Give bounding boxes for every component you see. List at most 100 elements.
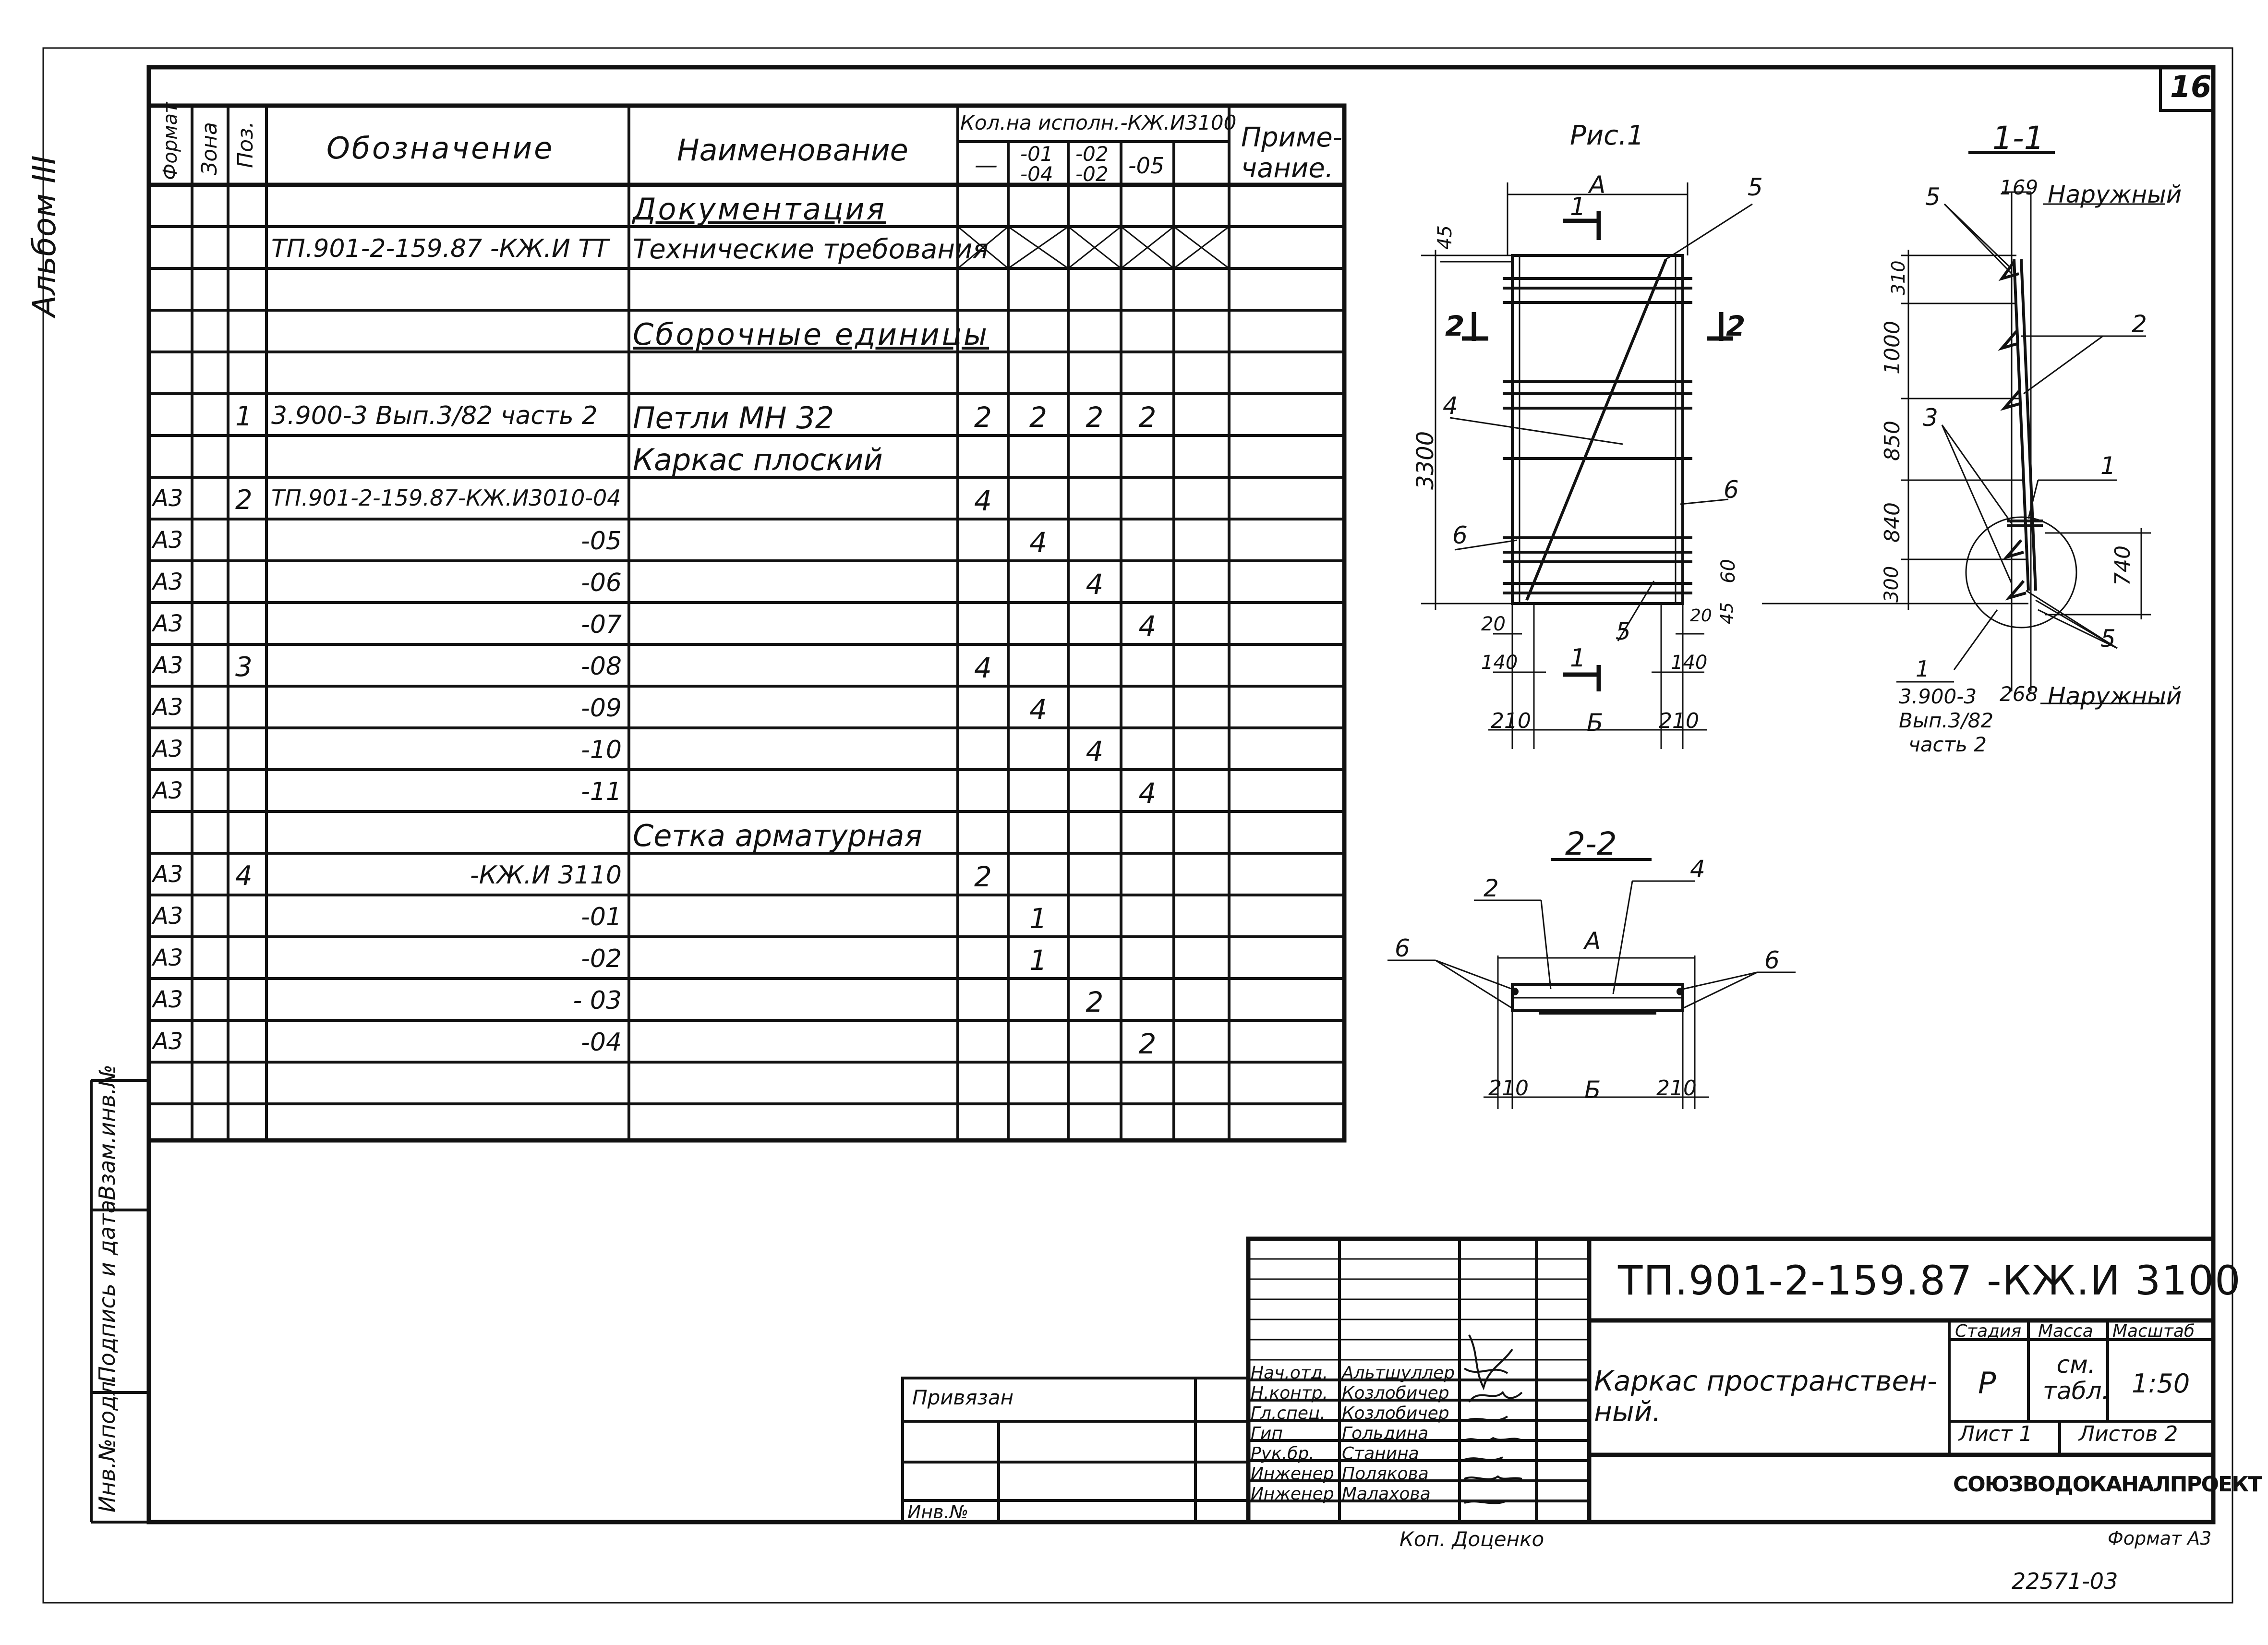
stamp-mass: см. табл. bbox=[2043, 1352, 2109, 1404]
cell-designation: -05 bbox=[581, 527, 622, 556]
stamp-scale: 1:50 bbox=[2132, 1368, 2190, 1399]
cell-format: А3 bbox=[153, 652, 183, 679]
sec22-title: 2-2 bbox=[1565, 825, 1617, 862]
stamp-format: Формат А3 bbox=[2108, 1528, 2212, 1549]
sec22-b: Б bbox=[1584, 1076, 1601, 1104]
cell-designation: -09 bbox=[581, 694, 622, 723]
stamp-person-name: Козлобичер bbox=[1342, 1403, 1449, 1423]
cell-designation: ТП.901-2-159.87-КЖ.И3010-04 bbox=[271, 485, 621, 511]
cell-qty: 2 bbox=[1138, 1028, 1157, 1060]
cell-name: Документация bbox=[633, 192, 886, 227]
cell-designation: -08 bbox=[581, 652, 622, 681]
cell-qty: 1 bbox=[1029, 944, 1047, 977]
cell-designation: ТП.901-2-159.87 -КЖ.И ТТ bbox=[271, 234, 609, 263]
cell-designation: - 03 bbox=[573, 986, 622, 1015]
stamp-mass-header: Масса bbox=[2038, 1321, 2093, 1341]
cell-qty: 2 bbox=[974, 860, 992, 893]
sec22-callout-6-right: 6 bbox=[1764, 946, 1780, 974]
sec11-ref-line1: 3.900-3 bbox=[1899, 685, 1977, 708]
cell-format: А3 bbox=[153, 736, 183, 762]
cell-qty: 2 bbox=[1086, 401, 1104, 434]
fig1-callout-6-right: 6 bbox=[1724, 476, 1739, 504]
cell-pos: 2 bbox=[235, 484, 253, 516]
cell-qty: 2 bbox=[1086, 986, 1104, 1018]
stamp-role: Нач.отд. bbox=[1251, 1363, 1328, 1383]
section-1-1-lines bbox=[1762, 151, 2165, 704]
stamp-role: Рук.бр. bbox=[1251, 1444, 1315, 1464]
header-note: Приме-чание. bbox=[1241, 122, 1342, 184]
fig1-dim-140a: 140 bbox=[1481, 652, 1518, 674]
sec11-ref-line2: Вып.3/82 bbox=[1899, 709, 1994, 732]
sec11-bottom-dim: 268 bbox=[2000, 682, 2039, 706]
cell-format: А3 bbox=[153, 861, 183, 888]
fig1-dim-20b: 20 bbox=[1690, 606, 1712, 626]
stamp-role: Инженер bbox=[1251, 1464, 1334, 1484]
sec11-callout-1: 1 bbox=[2100, 452, 2116, 480]
cell-format: А3 bbox=[153, 986, 183, 1013]
cell-format: А3 bbox=[153, 568, 183, 595]
cell-designation: -07 bbox=[581, 610, 622, 639]
cell-format: А3 bbox=[153, 610, 183, 637]
stamp-sheets: Листов 2 bbox=[2079, 1422, 2178, 1446]
header-qty-group: Кол.на исполн.-КЖ.И3100 bbox=[960, 111, 1237, 134]
header-designation: Обозначение bbox=[326, 131, 555, 166]
cell-name: Каркас плоский bbox=[633, 442, 883, 477]
sec22-dim-210a: 210 bbox=[1488, 1076, 1529, 1101]
stamp-person-name: Альтшуллер bbox=[1342, 1363, 1455, 1383]
fig1-dim-20a: 20 bbox=[1481, 613, 1506, 635]
sec22-callout-6-left: 6 bbox=[1395, 934, 1410, 962]
cell-qty: 4 bbox=[1138, 610, 1157, 642]
cell-name: Сетка арматурная bbox=[633, 818, 922, 853]
stamp-copied: Коп. Доценко bbox=[1399, 1527, 1544, 1551]
cell-qty: 2 bbox=[1138, 401, 1157, 434]
cell-designation: -11 bbox=[581, 777, 622, 806]
sec11-ref-line3: часть 2 bbox=[1908, 733, 1987, 756]
cell-format: А3 bbox=[153, 1028, 183, 1055]
stamp-role: Гл.спец. bbox=[1251, 1403, 1326, 1423]
fig1-mark-1-bottom: 1 bbox=[1570, 644, 1586, 673]
cell-format: А3 bbox=[153, 527, 183, 554]
sec11-bottom-label: Наружный bbox=[2048, 682, 2182, 710]
sec11-top-dim: 169 bbox=[2000, 176, 2039, 199]
cell-designation: -10 bbox=[581, 736, 622, 764]
header-name: Наименование bbox=[677, 133, 908, 168]
cell-designation: -04 bbox=[581, 1028, 622, 1057]
cell-qty: 4 bbox=[1086, 568, 1104, 601]
stamp-role: Гип bbox=[1251, 1424, 1283, 1443]
stamp-role: Н.контр. bbox=[1251, 1383, 1328, 1403]
stamp-mass-text: см. табл. bbox=[2043, 1351, 2110, 1405]
spec-table-lines bbox=[146, 103, 1347, 1143]
cell-designation: -06 bbox=[581, 568, 622, 597]
fig1-callout-4: 4 bbox=[1443, 392, 1458, 420]
cell-qty: 4 bbox=[974, 652, 992, 684]
cell-format: А3 bbox=[153, 944, 183, 971]
cell-format: А3 bbox=[153, 777, 183, 804]
sec11-callout-5-top: 5 bbox=[1925, 183, 1941, 211]
fig1-mark-2-right: 2 bbox=[1726, 310, 1746, 342]
cell-pos: 1 bbox=[235, 401, 253, 432]
stamp-privyazan: Привязан bbox=[912, 1386, 1014, 1409]
cell-qty: 4 bbox=[1138, 777, 1157, 810]
header-qty-col-2: -02-02 bbox=[1075, 142, 1109, 186]
fig1-callout-5-bottom: 5 bbox=[1616, 617, 1631, 645]
doc-code: ТП.901-2-159.87 -КЖ.И 3100 bbox=[1618, 1257, 2242, 1304]
cell-format: А3 bbox=[153, 694, 183, 721]
cell-name: Технические требования bbox=[633, 234, 989, 265]
cell-qty: 4 bbox=[974, 484, 992, 517]
fig1-callout-5: 5 bbox=[1748, 173, 1763, 201]
cell-designation: -02 bbox=[581, 944, 622, 973]
cell-qty: 4 bbox=[1029, 526, 1047, 559]
fig1-title: Рис.1 bbox=[1570, 120, 1644, 151]
doc-title-text: Каркас пространствен- ный. bbox=[1594, 1365, 1938, 1428]
stamp-person-name: Гольдина bbox=[1342, 1424, 1429, 1443]
cell-pos: 3 bbox=[235, 652, 253, 683]
cell-qty: 2 bbox=[1029, 401, 1047, 434]
sec11-top-label: Наружный bbox=[2048, 181, 2182, 208]
archive-number: 22571-03 bbox=[2012, 1568, 2118, 1594]
figure-1-lines bbox=[1421, 182, 1753, 749]
sec11-callout-5-bottom: 5 bbox=[2100, 625, 2116, 653]
fig1-dim-b: Б bbox=[1587, 709, 1604, 737]
stamp-person-name: Малахова bbox=[1342, 1484, 1431, 1504]
